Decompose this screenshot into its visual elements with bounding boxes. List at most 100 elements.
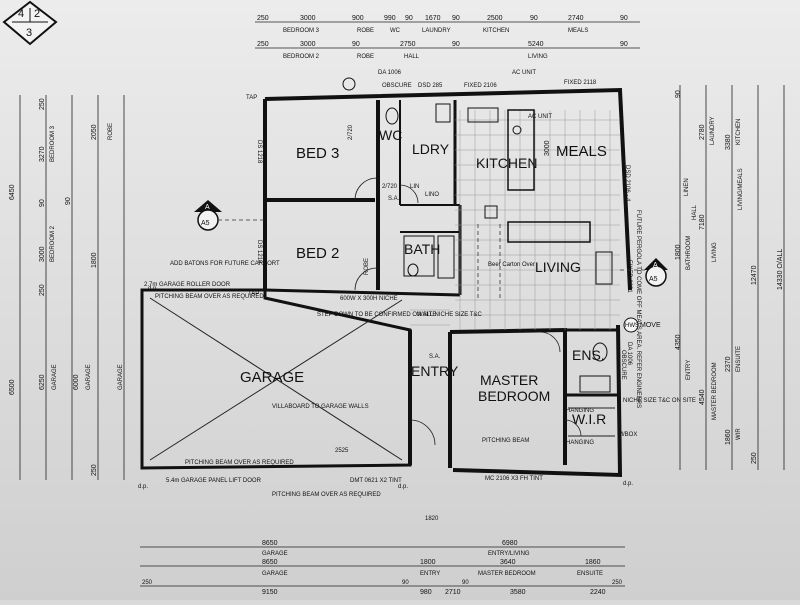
plan-annotation: 90 <box>462 580 469 586</box>
plan-annotation: GARAGE <box>262 551 288 557</box>
plan-annotation: 4350 <box>675 334 682 350</box>
plan-annotation: BEDROOM 3 <box>283 28 320 34</box>
room-label-garage: GARAGE <box>240 369 304 386</box>
compass-num-1: 4 <box>18 8 24 20</box>
plan-annotation: 250 <box>257 41 269 48</box>
plan-annotation: DA 1006 <box>626 342 632 366</box>
plan-annotation: DS 1218 <box>256 240 262 264</box>
plan-annotation: 90 <box>452 41 460 48</box>
plan-annotation: 1800 <box>91 252 98 268</box>
plan-annotation: PITCHING BEAM OVER AS REQUIRED <box>185 460 294 466</box>
plan-annotation: BEDROOM 2 <box>50 225 56 262</box>
plan-annotation: TAP <box>248 291 259 297</box>
plan-annotation: DSD 285 <box>418 83 443 89</box>
plan-annotation: Beer Carton Over <box>488 262 535 268</box>
plan-annotation: PITCHING BEAM <box>482 438 529 444</box>
plan-annotation: 5.4m GARAGE PANEL LIFT DOOR <box>166 478 262 484</box>
top-dimension-row-1: 250 3000 900 990 90 1670 90 2500 90 2740… <box>255 15 640 34</box>
wet-area-fixtures <box>385 103 615 437</box>
top-dimension-row-2: 250 3000 90 2750 90 5240 90 BEDROOM 2 RO… <box>255 41 640 60</box>
plan-annotation: 90 <box>39 199 46 207</box>
room-label-bath: BATH <box>404 241 440 257</box>
plan-annotation: 90 <box>620 15 628 22</box>
plan-annotation: 2750 <box>400 41 416 48</box>
plan-annotation: OBSCURE <box>620 350 626 380</box>
vanity-icon <box>579 375 611 393</box>
bath-toilet-icon <box>407 263 419 277</box>
plan-annotation: NICHE SIZE T&C ON SITE <box>623 398 696 404</box>
ensuite-toilet-icon <box>592 342 608 362</box>
plan-annotation: TAP <box>246 95 257 101</box>
plan-annotation: LIVING <box>528 54 548 60</box>
plan-annotation: 6450 <box>9 184 16 200</box>
room-label-kitchen: KITCHEN <box>476 155 537 171</box>
plan-annotation: 2740 <box>568 15 584 22</box>
plan-annotation: 90 <box>352 41 360 48</box>
room-label-ens: ENS. <box>572 347 605 363</box>
hws-unit-icon <box>623 317 639 333</box>
plan-annotation: ROBE <box>108 123 114 140</box>
plan-annotation: 250 <box>39 284 46 296</box>
plan-annotation: S.A. <box>429 354 441 360</box>
plan-annotation: 12470 <box>751 265 758 285</box>
plan-annotation: 2500 <box>487 15 503 22</box>
plan-annotation: A <box>653 262 658 269</box>
plan-annotation: 7180 <box>699 214 706 230</box>
plan-annotation: ROBE <box>357 28 374 34</box>
plan-annotation: BEDROOM 3 <box>50 125 56 162</box>
plan-annotation: HANGING <box>566 440 594 446</box>
plan-annotation: 3000 <box>300 41 316 48</box>
plan-annotation: GARAGE <box>52 364 58 390</box>
plan-annotation: MASTER BEDROOM <box>478 571 536 577</box>
plan-annotation: LIVING <box>712 242 718 262</box>
plan-annotation: A5 <box>649 276 658 283</box>
plan-annotation: KITCHEN <box>736 119 742 145</box>
plan-annotation: FIXED 0621 <box>626 260 632 293</box>
plan-annotation: GARAGE <box>262 571 288 577</box>
plan-annotation: 2370 <box>725 356 732 372</box>
compass-diamond: 4 2 3 <box>2 0 58 46</box>
plan-annotation: 900 <box>352 15 364 22</box>
plan-annotation: 2.7m GARAGE ROLLER DOOR <box>144 282 231 288</box>
plan-annotation: FUTURE PERGOLA TO COME OFF MEALS AREA. R… <box>635 210 641 408</box>
plan-annotation: 1820 <box>425 516 439 522</box>
plan-annotation: LAUNDRY <box>710 116 716 145</box>
plan-annotation: 6980 <box>502 540 518 547</box>
plan-annotation: ADD BATONS FOR FUTURE CARPORT <box>170 261 280 267</box>
plan-annotation: 2525 <box>335 448 349 454</box>
plan-annotation: 5240 <box>528 41 544 48</box>
door-swings <box>354 177 582 446</box>
plan-annotation: 90 <box>452 15 460 22</box>
plan-annotation: 990 <box>384 15 396 22</box>
plan-annotation: HANGING <box>566 408 594 414</box>
plan-annotation: GARAGE <box>118 364 124 390</box>
plan-annotation: 90 <box>675 90 682 98</box>
plan-annotation: 4540 <box>699 389 706 405</box>
plan-annotation: LINEN <box>684 178 690 196</box>
plan-annotation: KITCHEN <box>483 28 509 34</box>
laundry-tub-icon <box>435 103 451 123</box>
plan-annotation: LAUNDRY <box>422 28 451 34</box>
plan-annotation: DS 1218 <box>256 140 262 164</box>
plan-annotation: 1670 <box>425 15 441 22</box>
plan-annotation: LINO <box>425 192 439 198</box>
plan-annotation: ENTRY <box>420 571 440 577</box>
plan-annotation: HALL <box>404 54 420 60</box>
plan-annotation: 3000 <box>39 246 46 262</box>
plan-annotation: 1860 <box>725 429 732 445</box>
top-window-notes: DA 1006 OBSCURE DSD 285 FIXED 2106 AC UN… <box>246 70 597 101</box>
plan-annotation: 2240 <box>590 589 606 596</box>
compass-num-2: 2 <box>34 8 40 20</box>
plan-annotation: 3000 <box>544 140 551 156</box>
floor-tile-grid <box>410 110 620 330</box>
plan-annotation: 3580 <box>510 589 526 596</box>
plan-annotation: 250 <box>142 580 153 586</box>
room-label-master-2: BEDROOM <box>478 388 550 404</box>
plan-annotation: d.p. <box>398 484 408 490</box>
plan-annotation: VILLABOARD TO GARAGE WALLS <box>272 404 369 410</box>
kitchen-fixtures <box>467 107 613 300</box>
plan-annotation: d.p. <box>148 286 158 292</box>
plan-annotation: 600W X 300H NICHE <box>340 296 398 302</box>
